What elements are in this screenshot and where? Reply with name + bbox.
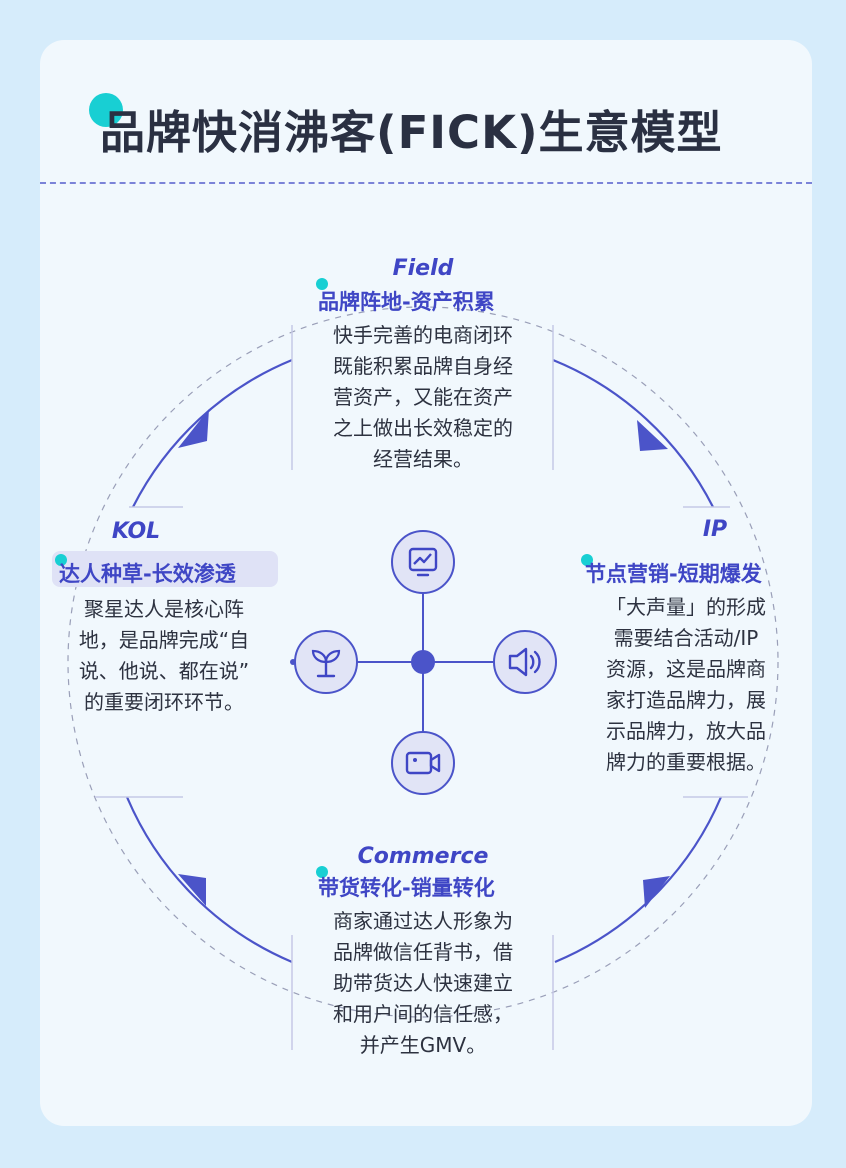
kol-desc-line: 聚星达人是核心阵 <box>84 597 244 621</box>
kol-cn-heading: 达人种草-长效渗透 <box>59 562 236 586</box>
commerce-cn-heading: 带货转化-销量转化 <box>318 876 495 900</box>
ip-desc-line: 「大声量」的形成 <box>606 595 766 619</box>
field-description: 快手完善的电商闭环 既能积累品牌自身经 营资产，又能在资产 之上做出长效稳定的 … <box>303 320 543 475</box>
ip-desc-line: 牌力的重要根据。 <box>606 750 766 774</box>
ip-dot <box>581 554 593 566</box>
commerce-desc-line: 商家通过达人形象为 <box>333 909 513 933</box>
outer-dashed-ring <box>67 306 779 1018</box>
title-accent-dot <box>89 93 123 127</box>
video-camera-icon <box>391 731 455 795</box>
field-desc-line: 既能积累品牌自身经 <box>333 354 513 378</box>
field-dot <box>316 278 328 290</box>
commerce-desc-line: 并产生GMV。 <box>359 1033 487 1057</box>
arc-top-right <box>552 358 714 508</box>
kol-desc-line: 的重要闭环环节。 <box>84 690 244 714</box>
arc-top-left <box>132 358 293 508</box>
arrow-bottom-left <box>178 874 206 906</box>
ip-en-label: IP <box>702 517 728 542</box>
commerce-desc-line: 助带货达人快速建立 <box>333 971 513 995</box>
kol-dot <box>55 554 67 566</box>
commerce-desc-line: 品牌做信任背书，借 <box>333 940 513 964</box>
field-desc-line: 快手完善的电商闭环 <box>333 323 513 347</box>
field-cn-heading: 品牌阵地-资产积累 <box>318 290 495 314</box>
kol-desc-line: 地，是品牌完成“自 <box>78 628 250 652</box>
ip-description: 「大声量」的形成 需要结合活动/IP 资源，这是品牌商 家打造品牌力，展 示品牌… <box>586 592 786 778</box>
title-divider <box>40 182 812 184</box>
field-en-label: Field <box>392 256 454 281</box>
ip-desc-line: 需要结合活动/IP <box>613 626 759 650</box>
hub-center-dot <box>411 650 435 674</box>
kol-en-label: KOL <box>111 519 161 544</box>
field-desc-line: 营资产，又能在资产 <box>333 385 513 409</box>
commerce-dot <box>316 866 328 878</box>
kol-desc-line: 说、他说、都在说” <box>78 659 250 683</box>
ip-desc-line: 家打造品牌力，展 <box>606 688 766 712</box>
commerce-description: 商家通过达人形象为 品牌做信任背书，借 助带货达人快速建立 和用户间的信任感， … <box>303 906 543 1061</box>
kol-heading-pill <box>52 551 278 587</box>
arrow-top-left <box>178 409 209 448</box>
commerce-en-label: Commerce <box>357 844 489 869</box>
arc-bottom-right <box>554 796 723 964</box>
arrow-top-right <box>637 420 668 451</box>
ip-cn-heading: 节点营销-短期爆发 <box>585 562 762 586</box>
arc-bottom-left <box>125 796 293 964</box>
commerce-desc-line: 和用户间的信任感， <box>333 1002 513 1026</box>
kol-description: 聚星达人是核心阵 地，是品牌完成“自 说、他说、都在说” 的重要闭环环节。 <box>56 594 272 718</box>
field-desc-line: 之上做出长效稳定的 <box>333 416 513 440</box>
field-desc-line: 经营结果。 <box>373 447 473 471</box>
arrow-bottom-right <box>643 876 670 908</box>
chart-monitor-icon <box>391 530 455 594</box>
page-title: 品牌快消沸客(FICK)生意模型 <box>100 106 723 159</box>
sprout-icon <box>294 630 358 694</box>
ip-desc-line: 资源，这是品牌商 <box>606 657 766 681</box>
ip-desc-line: 示品牌力，放大品 <box>606 719 766 743</box>
speaker-icon <box>493 630 557 694</box>
